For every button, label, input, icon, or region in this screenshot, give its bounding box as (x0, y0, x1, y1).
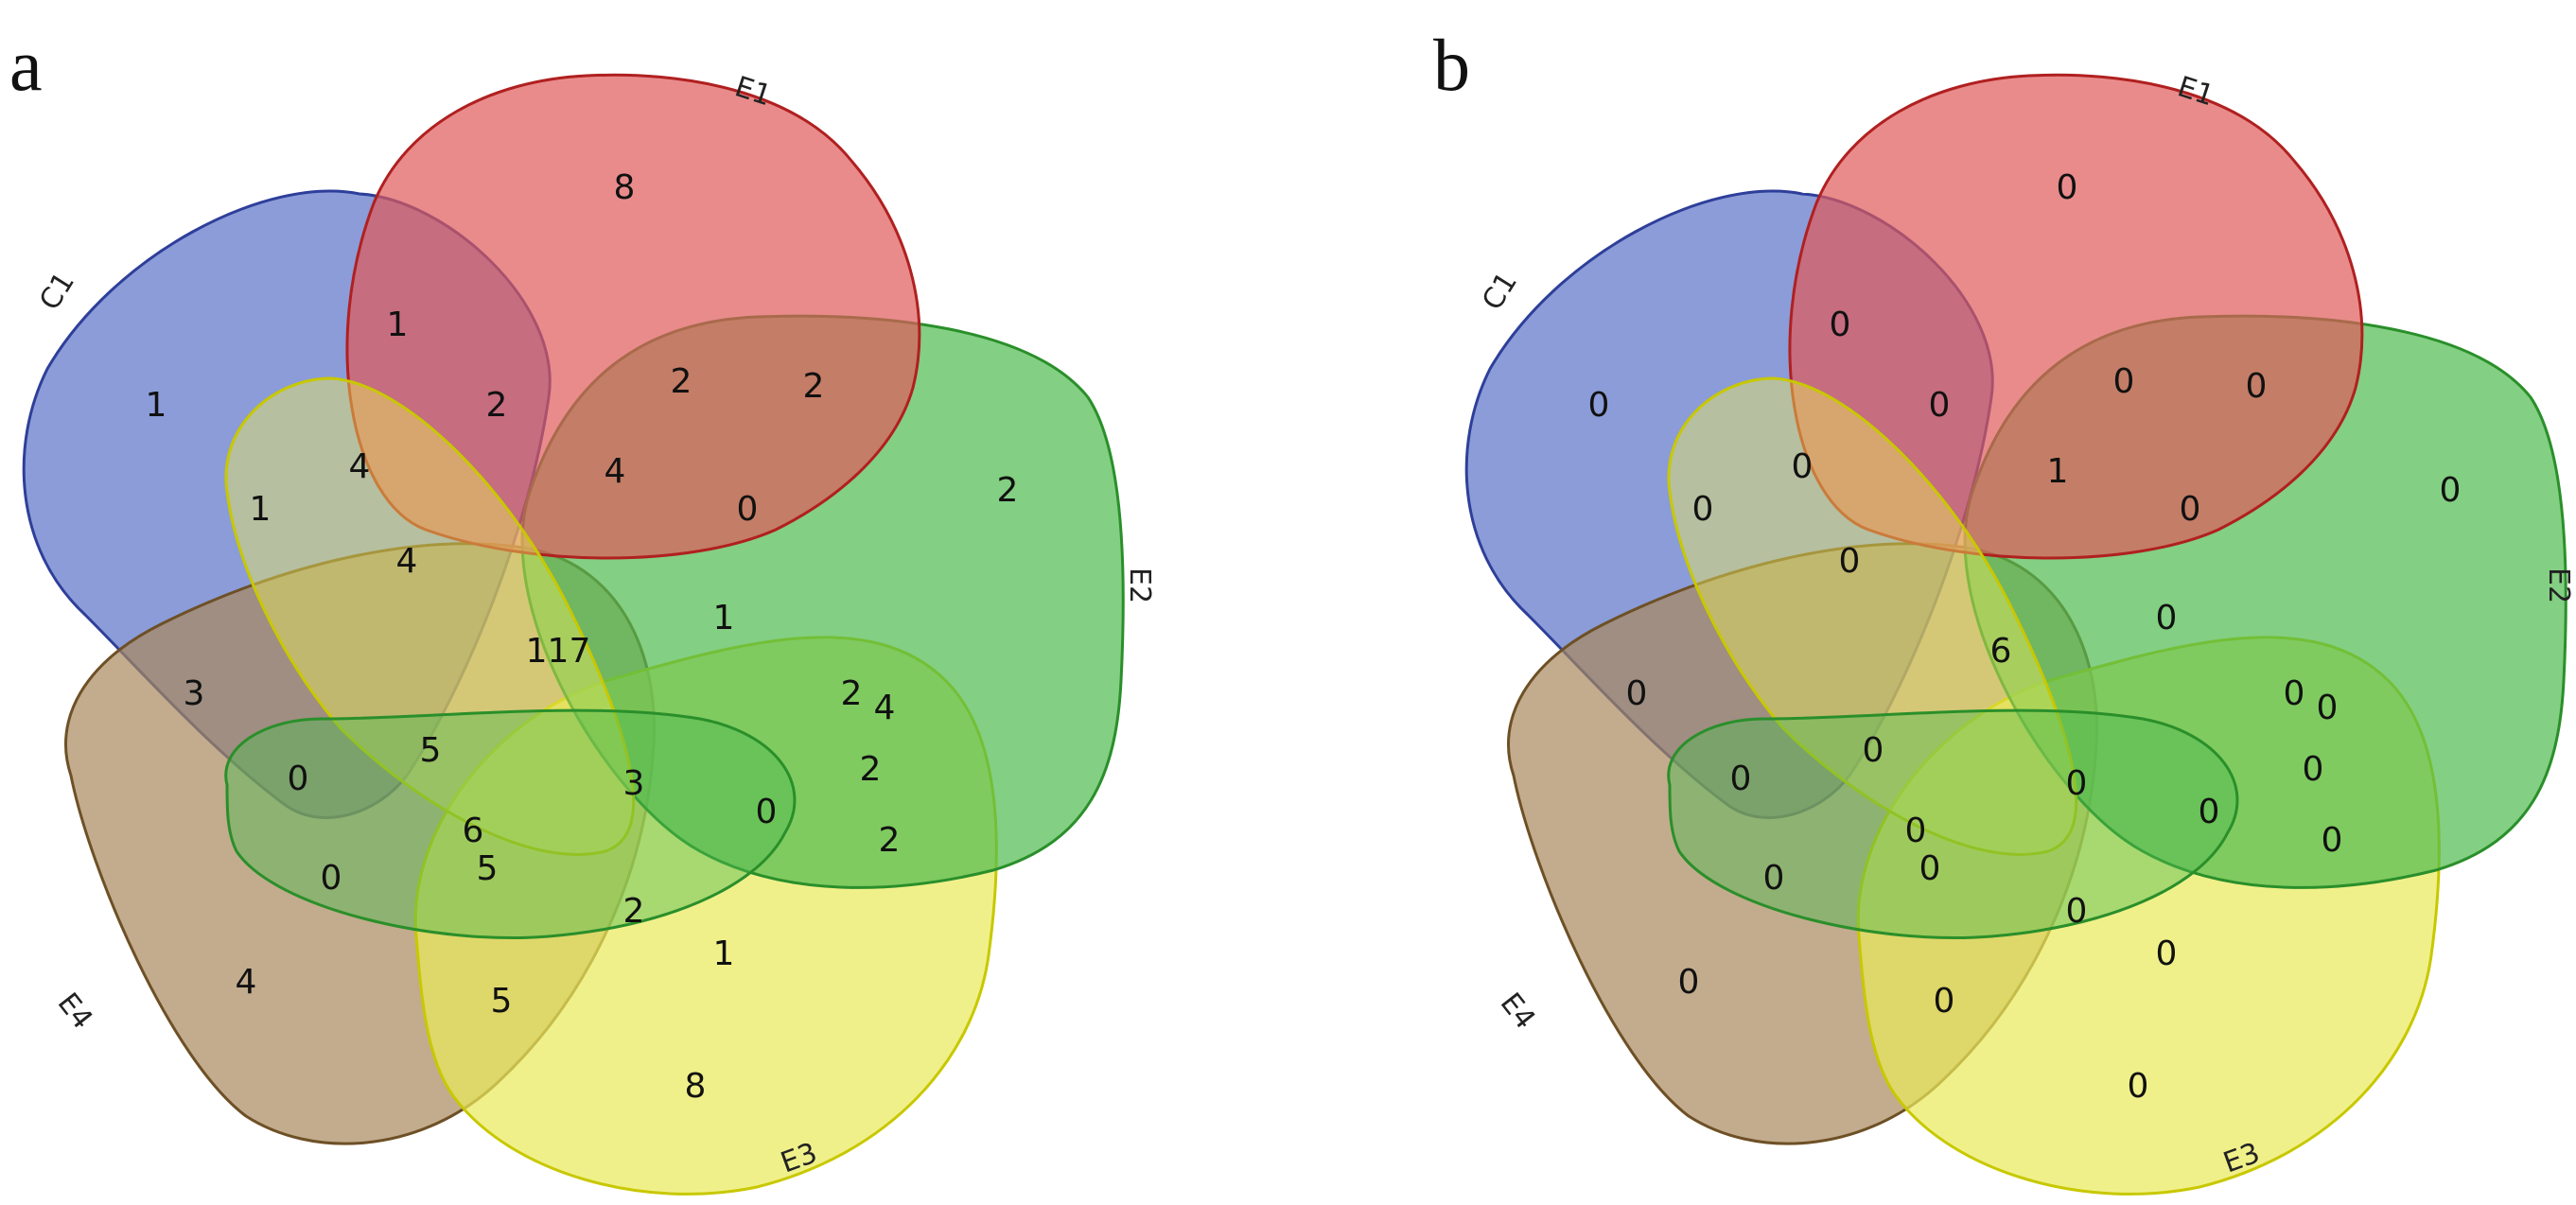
set-label-c1-b: C1 (1476, 267, 1524, 317)
region-count-a-14: 5 (477, 849, 499, 888)
region-count-a-21: 2 (860, 750, 882, 789)
region-count-a-25: 4 (349, 447, 371, 486)
region-count-b-21: 0 (2303, 750, 2324, 789)
set-label-e4-b: E4 (1494, 987, 1542, 1036)
panel-letter-b: b (1433, 24, 1470, 106)
set-e3-inner-lobe-b (1667, 376, 2078, 856)
region-count-b-5: 0 (1588, 386, 1610, 425)
region-count-b-25: 0 (1792, 447, 1814, 486)
panel-letter-a: a (9, 24, 43, 106)
set-e2-inner-lobe (224, 708, 797, 940)
region-count-b-1: 0 (2440, 471, 2462, 510)
region-count-b-14: 0 (1919, 849, 1941, 888)
panel-b: b C1 E1 E2 E3 E4 00000000000000000000000… (1433, 24, 2575, 1196)
region-count-b-19: 0 (2199, 793, 2220, 831)
region-count-a-22: 1 (713, 599, 735, 637)
set-label-e2-b: E2 (2542, 568, 2575, 603)
region-count-b-28: 6 (1990, 632, 2012, 671)
region-count-a-20: 2 (841, 674, 863, 713)
region-count-a-11: 0 (288, 760, 309, 798)
set-label-e4: E4 (51, 987, 99, 1036)
region-count-a-0: 8 (614, 168, 636, 207)
region-count-b-17: 0 (2156, 934, 2178, 973)
region-count-a-9: 6 (463, 812, 484, 850)
region-count-b-12: 0 (1763, 859, 1785, 898)
region-count-a-5: 1 (146, 386, 167, 425)
region-count-a-7: 2 (803, 367, 825, 406)
region-count-a-18: 3 (623, 764, 645, 803)
region-count-a-28: 117 (526, 632, 591, 671)
set-label-c1: C1 (33, 267, 81, 317)
region-count-a-1: 2 (997, 471, 1019, 510)
region-count-b-9: 0 (1905, 812, 1927, 850)
region-count-a-30: 2 (671, 362, 692, 401)
region-count-b-7: 0 (2246, 367, 2268, 406)
region-count-b-23: 0 (2180, 490, 2201, 529)
region-count-b-16: 0 (2066, 892, 2088, 931)
region-count-b-4: 0 (1678, 963, 1700, 1002)
region-count-b-11: 0 (1730, 760, 1752, 798)
region-count-b-8: 0 (2317, 689, 2339, 727)
region-count-a-26: 4 (396, 542, 418, 581)
region-count-a-19: 0 (756, 793, 778, 831)
region-count-b-27: 0 (1929, 386, 1951, 425)
set-e2-inner-lobe-b (1667, 708, 2239, 940)
region-count-b-18: 0 (2066, 764, 2088, 803)
region-count-b-29: 1 (2047, 452, 2069, 491)
region-count-b-13: 0 (1863, 731, 1884, 770)
region-count-a-2: 2 (879, 821, 901, 860)
region-count-b-3: 0 (2128, 1067, 2149, 1106)
region-count-b-22: 0 (2156, 599, 2178, 637)
region-count-b-0: 0 (2057, 168, 2078, 207)
region-count-b-26: 0 (1839, 542, 1861, 581)
region-count-a-17: 1 (713, 934, 735, 973)
region-count-b-15: 0 (1934, 982, 1955, 1021)
panel-a: a C1 E1 E2 E3 E4 82284112463005552130221… (9, 24, 1156, 1196)
region-count-a-27: 2 (486, 386, 508, 425)
region-count-b-20: 0 (2284, 674, 2305, 713)
region-count-a-12: 0 (321, 859, 342, 898)
set-e1-region-b (1788, 73, 2364, 560)
region-count-a-23: 0 (737, 490, 759, 529)
region-count-b-2: 0 (2322, 821, 2343, 860)
set-e1-region (345, 73, 921, 560)
region-count-a-8: 4 (874, 689, 896, 727)
region-count-a-16: 2 (623, 892, 645, 931)
region-count-a-15: 5 (491, 982, 513, 1021)
region-count-b-6: 0 (1830, 306, 1851, 344)
region-count-a-29: 4 (605, 452, 626, 491)
region-count-a-13: 5 (420, 731, 442, 770)
region-count-a-4: 4 (236, 963, 257, 1002)
region-count-a-10: 3 (184, 674, 205, 713)
set-label-e2: E2 (1123, 568, 1156, 603)
region-count-a-3: 8 (685, 1067, 707, 1106)
region-count-a-24: 1 (250, 490, 272, 529)
region-count-b-10: 0 (1626, 674, 1648, 713)
region-count-b-30: 0 (2113, 362, 2135, 401)
region-count-a-6: 1 (387, 306, 409, 344)
region-count-b-24: 0 (1692, 490, 1714, 529)
set-e3-inner-lobe (224, 376, 636, 856)
